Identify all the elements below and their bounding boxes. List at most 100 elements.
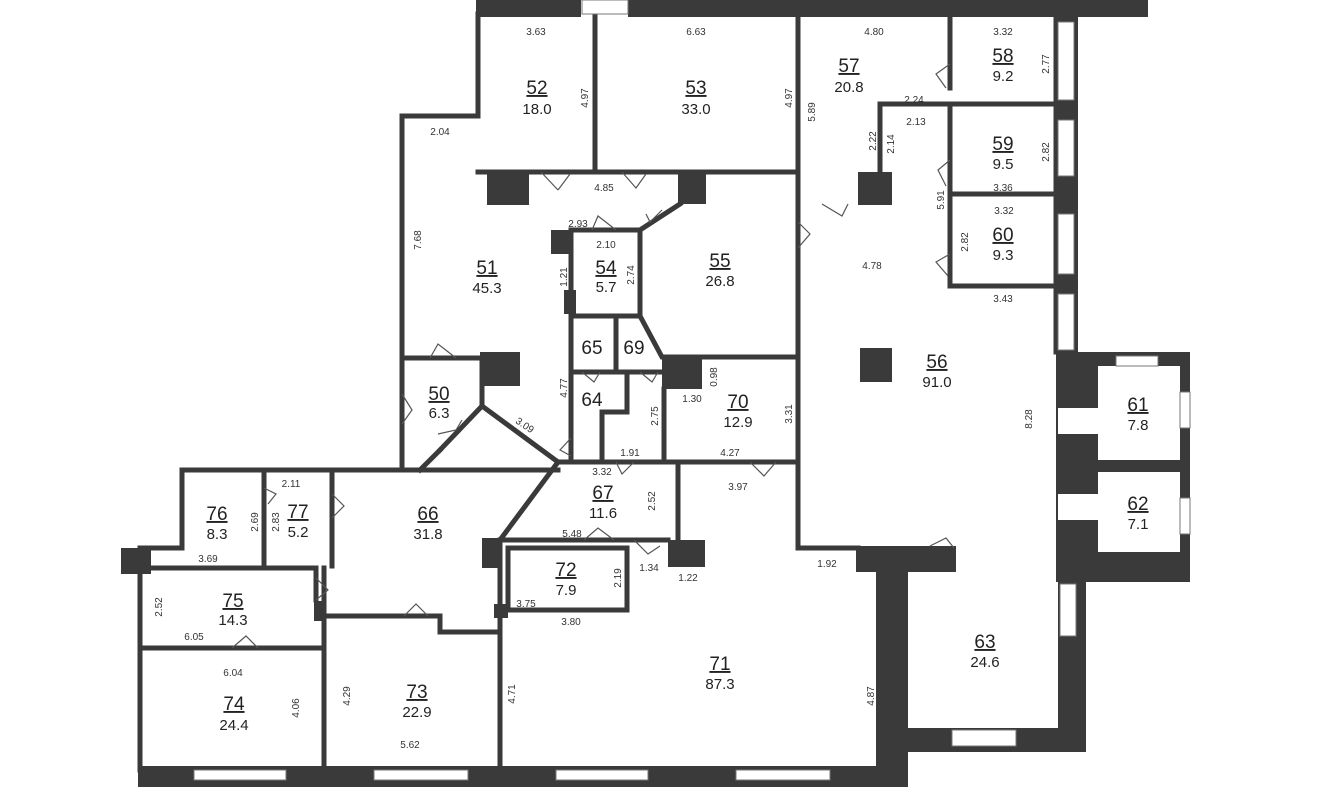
room-75-area: 14.3 xyxy=(218,612,247,629)
room-55-number: 55 xyxy=(709,251,730,272)
dimension: 4.06 xyxy=(291,698,302,718)
dimension: 3.32 xyxy=(993,27,1013,38)
room-labels: 52 18.0 53 33.0 57 20.8 58 9.2 59 9.5 60… xyxy=(206,46,1148,734)
dimension: 4.71 xyxy=(507,684,518,704)
dimension: 3.63 xyxy=(526,27,546,38)
room-54-area: 5.7 xyxy=(596,279,617,296)
dimension: 3.32 xyxy=(592,467,612,478)
dimension: 2.75 xyxy=(650,406,661,426)
room-72-area: 7.9 xyxy=(556,582,577,599)
room-61-number: 61 xyxy=(1127,395,1148,416)
room-50-area: 6.3 xyxy=(429,405,450,422)
doors xyxy=(231,63,955,649)
dimension: 5.89 xyxy=(807,102,818,122)
dimension: 3.80 xyxy=(561,617,581,628)
dimension: 6.63 xyxy=(686,27,706,38)
room-76-area: 8.3 xyxy=(207,526,228,543)
room-70-number: 70 xyxy=(727,392,748,413)
dimension: 4.97 xyxy=(580,88,591,108)
dimension: 2.82 xyxy=(960,232,971,252)
dimension: 2.93 xyxy=(568,219,588,230)
dimension: 1.91 xyxy=(620,448,640,459)
room-73-number: 73 xyxy=(406,682,427,703)
room-59-number: 59 xyxy=(992,134,1013,155)
dimension: 5.62 xyxy=(400,740,420,751)
dimension: 5.91 xyxy=(936,190,947,210)
room-52-number: 52 xyxy=(526,78,547,99)
room-56-area: 91.0 xyxy=(922,374,951,391)
room-61-area: 7.8 xyxy=(1128,417,1149,434)
room-67-area: 11.6 xyxy=(589,505,617,522)
dimension: 2.52 xyxy=(647,491,658,511)
dimension: 7.68 xyxy=(413,230,424,250)
dimension: 1.30 xyxy=(682,394,702,405)
room-71-number: 71 xyxy=(709,654,730,675)
windows xyxy=(193,0,1191,781)
walls xyxy=(137,11,1059,773)
room-77-number: 77 xyxy=(287,502,308,523)
room-51-area: 45.3 xyxy=(472,280,501,297)
dimension: 1.92 xyxy=(817,559,837,570)
room-75-number: 75 xyxy=(222,591,243,612)
room-65-number: 65 xyxy=(581,338,602,359)
room-55-area: 26.8 xyxy=(705,273,734,290)
room-53-number: 53 xyxy=(685,78,706,99)
room-60-number: 60 xyxy=(992,225,1013,246)
dimension: 1.22 xyxy=(678,573,698,584)
dimension: 2.69 xyxy=(250,512,261,532)
room-50-number: 50 xyxy=(428,384,449,405)
dimension: 2.13 xyxy=(906,117,926,128)
dimension: 2.22 xyxy=(868,131,879,151)
room-74-area: 24.4 xyxy=(219,717,248,734)
dimension: 4.87 xyxy=(866,686,877,706)
dimension: 8.28 xyxy=(1024,409,1035,429)
dimension: 4.77 xyxy=(559,378,570,398)
dimension: 4.27 xyxy=(720,448,740,459)
dimension: 3.97 xyxy=(728,482,748,493)
dimension: 1.21 xyxy=(559,267,570,287)
dimension: 0.98 xyxy=(709,367,720,387)
dimension: 6.05 xyxy=(184,632,204,643)
room-57-number: 57 xyxy=(838,56,859,77)
dimension: 6.04 xyxy=(223,668,243,679)
room-58-area: 9.2 xyxy=(993,68,1014,85)
dimension: 3.32 xyxy=(994,206,1014,217)
room-51-number: 51 xyxy=(476,258,497,279)
room-52-area: 18.0 xyxy=(522,101,551,118)
dimension: 2.52 xyxy=(154,597,165,617)
dimension: 3.75 xyxy=(516,599,536,610)
dimension: 2.82 xyxy=(1041,142,1052,162)
room-70-area: 12.9 xyxy=(723,414,752,431)
room-66-area: 31.8 xyxy=(413,526,442,543)
room-72-number: 72 xyxy=(555,560,576,581)
room-74-number: 74 xyxy=(223,694,245,715)
dimension: 1.34 xyxy=(639,563,659,574)
room-64-number: 64 xyxy=(581,390,603,411)
dimension: 3.43 xyxy=(993,294,1013,305)
room-71-area: 87.3 xyxy=(705,676,734,693)
dimension: 5.48 xyxy=(562,529,582,540)
room-62-area: 7.1 xyxy=(1128,516,1149,533)
dimension: 3.31 xyxy=(784,404,795,424)
dimension: 2.11 xyxy=(282,479,301,490)
room-77-area: 5.2 xyxy=(288,524,309,541)
dimension: 4.29 xyxy=(342,686,353,706)
dimension: 2.14 xyxy=(886,134,897,154)
dimension: 4.97 xyxy=(784,88,795,108)
dimension-labels: 3.63 6.63 4.80 3.32 4.97 4.97 5.89 2.77 … xyxy=(154,27,1052,751)
dimension: 2.24 xyxy=(904,95,924,106)
dimension: 2.04 xyxy=(430,127,450,138)
room-53-area: 33.0 xyxy=(681,101,710,118)
dimension: 2.19 xyxy=(613,568,624,588)
structural-masses xyxy=(121,0,1190,787)
room-59-area: 9.5 xyxy=(993,156,1014,173)
room-57-area: 20.8 xyxy=(834,79,863,96)
room-63-number: 63 xyxy=(974,632,995,653)
room-63-area: 24.6 xyxy=(970,654,999,671)
room-69-number: 69 xyxy=(623,338,644,359)
room-66-number: 66 xyxy=(417,504,438,525)
room-76-number: 76 xyxy=(206,504,227,525)
dimension: 2.74 xyxy=(626,265,637,285)
east-rooms-cutouts xyxy=(1058,366,1180,552)
